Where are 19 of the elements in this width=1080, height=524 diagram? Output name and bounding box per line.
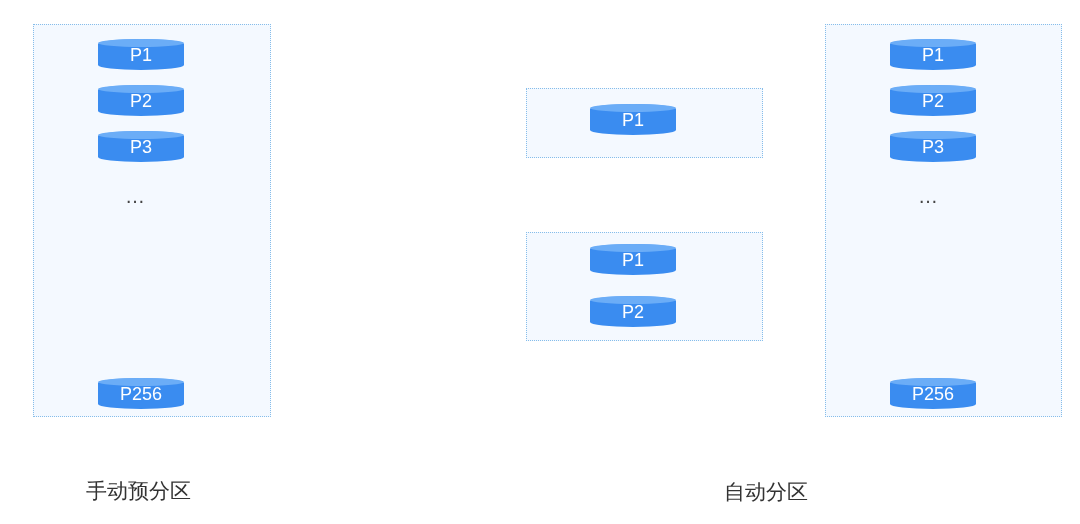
partition-cylinder: P2 — [890, 85, 976, 116]
partition-cylinder: P2 — [98, 85, 184, 116]
partition-cylinder: P1 — [98, 39, 184, 70]
group-caption: 手动预分区 — [85, 480, 191, 502]
partition-cylinder: P2 — [590, 296, 676, 327]
partition-cylinder: P1 — [590, 104, 676, 135]
partition-cylinder: P256 — [890, 378, 976, 409]
ellipsis-text: … — [125, 186, 145, 206]
partition-cylinder: P3 — [98, 131, 184, 162]
partition-cylinder: P256 — [98, 378, 184, 409]
partition-cylinder: P3 — [890, 131, 976, 162]
ellipsis-text: … — [918, 186, 938, 206]
partition-panel — [526, 232, 763, 341]
partition-panel — [33, 24, 271, 417]
partition-cylinder: P1 — [590, 244, 676, 275]
partition-cylinder: P1 — [890, 39, 976, 70]
partition-panel — [825, 24, 1062, 417]
group-caption: 自动分区 — [724, 481, 808, 503]
partition-panel — [526, 88, 763, 158]
